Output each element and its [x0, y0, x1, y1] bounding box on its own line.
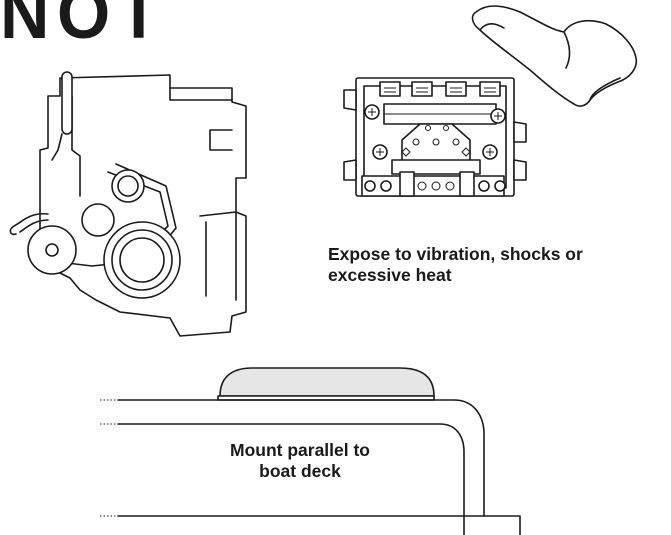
engine-icon — [9, 71, 247, 337]
warning-heading: NOT — [0, 0, 168, 54]
device-dome-icon — [217, 367, 435, 401]
mount-parallel-caption: Mount parallel to boat deck — [200, 440, 400, 482]
boat-deck-mount — [100, 367, 521, 535]
mount-parallel-line-1: Mount parallel to — [230, 440, 370, 460]
mount-parallel-line-2: boat deck — [259, 461, 341, 481]
control-box-icon — [343, 77, 527, 197]
shoe-icon — [471, 5, 638, 107]
vibration-warning-caption: Expose to vibration, shocks or excessive… — [328, 244, 583, 285]
